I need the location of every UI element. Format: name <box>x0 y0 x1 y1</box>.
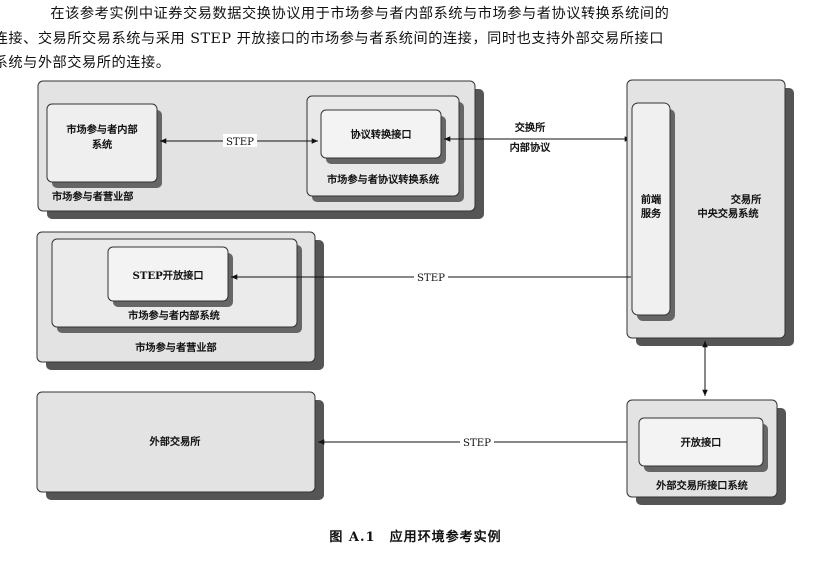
intro-paragraph: 在该参考实例中证券交易数据交换协议用于市场参与者内部系统与市场参与者协议转换系统… <box>0 2 812 76</box>
step-link-1-label-bg <box>223 134 257 147</box>
exchange-protocol-label-2: 内部协议 <box>510 141 552 154</box>
step-interface-label: STEP开放接口 <box>132 269 203 282</box>
intro-line-3: 系统与外部交易所的连接。 <box>0 55 171 71</box>
branch-box-2-label: 市场参与者营业部 <box>135 341 217 354</box>
step-link-3-label: STEP <box>463 438 491 449</box>
protocol-interface-box <box>320 109 442 159</box>
exchange-name-label-1: 交易所 <box>731 193 762 206</box>
intro-line-2: 连接、交易所交易系统与采用 STEP 开放接口的市场参与者系统间的连接，同时也支… <box>0 30 664 47</box>
step-link-2-label-bg <box>414 270 448 283</box>
protocol-system-label: 市场参与者协议转换系统 <box>327 173 439 186</box>
front-service-box <box>631 102 671 316</box>
external-exchange-box <box>36 391 316 493</box>
step-link-1-label: STEP <box>226 137 254 148</box>
step-interface-box <box>107 246 229 302</box>
intro-line-1: 在该参考实例中证券交易数据交换协议用于市场参与者内部系统与市场参与者协议转换系统… <box>50 6 670 22</box>
front-service-label-2: 服务 <box>641 207 662 220</box>
exchange-name-label-2: 中央交易系统 <box>697 207 758 220</box>
internal-system-box <box>46 103 158 183</box>
protocol-interface-label: 协议转换接口 <box>350 128 411 141</box>
branch-box-1-label: 市场参与者营业部 <box>52 190 134 203</box>
figure-caption: 图 A.1 应用环境参考实例 <box>329 530 502 545</box>
internal-system-label-2: 系统 <box>92 138 112 151</box>
external-exchange-label: 外部交易所 <box>149 435 201 448</box>
open-interface-label: 开放接口 <box>681 436 722 449</box>
internal-system-2-label: 市场参与者内部系统 <box>128 309 220 322</box>
interface-system-label: 外部交易所接口系统 <box>655 479 748 492</box>
step-link-2-label: STEP <box>417 273 445 284</box>
front-service-label-1: 前端 <box>641 193 661 206</box>
step-link-3-label-bg <box>460 435 494 448</box>
exchange-protocol-label-1: 交换所 <box>515 121 546 134</box>
open-interface-box <box>638 417 764 467</box>
internal-system-label-1: 市场参与者内部 <box>66 123 137 136</box>
